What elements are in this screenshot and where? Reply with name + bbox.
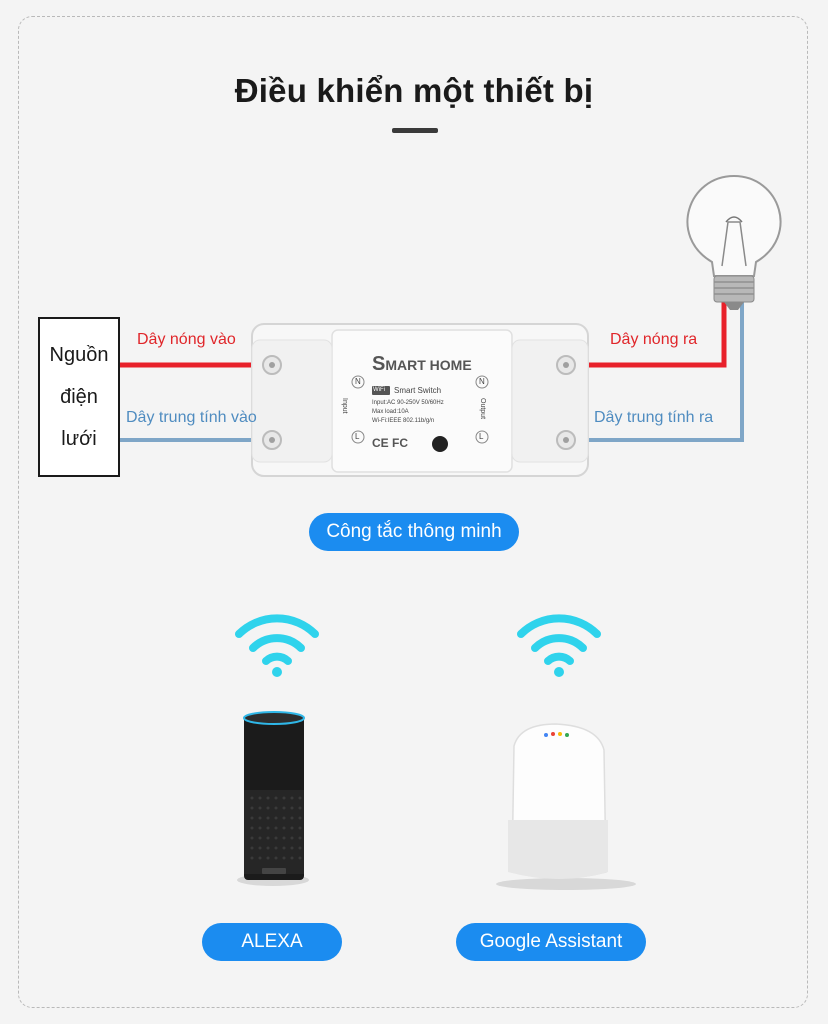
hot-wire-out — [566, 292, 727, 368]
switch-terminal-l-in: L — [355, 432, 360, 441]
switch-spec1: Input:AC 90-250V 50/60Hz — [372, 400, 444, 406]
neutral-wire-out — [566, 296, 744, 442]
power-source-box: Nguồn điện lưới — [38, 317, 120, 477]
google-assistant-label: Google Assistant — [456, 923, 646, 961]
label-hot-out: Dây nóng ra — [610, 331, 698, 348]
switch-output-side: Output — [479, 398, 486, 420]
power-source-line2: điện — [60, 386, 98, 408]
title-underline — [392, 128, 438, 133]
smart-switch-device — [251, 323, 589, 477]
page-title: Điều khiển một thiết bị — [234, 72, 594, 109]
wifi-icon — [235, 614, 319, 677]
switch-terminal-l-out: L — [479, 432, 484, 441]
alexa-speaker-icon — [237, 711, 309, 886]
light-bulb-icon — [686, 174, 782, 310]
wifi-icon — [517, 614, 601, 677]
switch-spec2: Max load:10A — [372, 409, 409, 415]
power-source-line3: lưới — [61, 428, 97, 450]
switch-brand: SMART HOME — [372, 353, 472, 375]
google-home-speaker-icon — [496, 723, 636, 890]
switch-terminal-n-in: N — [355, 377, 361, 386]
label-neutral-out: Dây trung tính ra — [594, 409, 714, 426]
power-source-line1: Nguồn — [49, 344, 109, 366]
switch-terminal-n-out: N — [479, 377, 485, 386]
dashed-frame — [18, 16, 808, 1008]
alexa-label: ALEXA — [202, 923, 342, 961]
label-neutral-in: Dây trung tính vào — [126, 409, 257, 426]
switch-input-side: Input — [341, 398, 348, 414]
switch-wifi-badge: WiFi — [373, 387, 385, 393]
switch-spec3: Wi-Fi:IEEE 802.11b/g/n — [372, 418, 435, 424]
switch-model: Smart Switch — [394, 386, 442, 395]
smart-switch-label: Công tắc thông minh — [309, 513, 519, 551]
switch-certifications: CE FC — [372, 436, 408, 450]
label-hot-in: Dây nóng vào — [137, 331, 236, 348]
